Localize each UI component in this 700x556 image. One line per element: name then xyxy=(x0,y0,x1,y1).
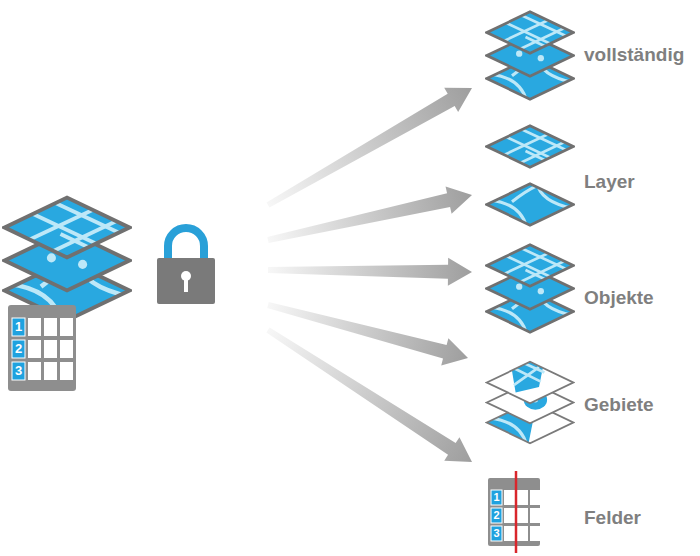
protection-level: Objekte xyxy=(474,240,662,337)
cut-line xyxy=(515,471,518,553)
flow-arrow xyxy=(267,302,468,365)
source-dataset: 1 2 3 xyxy=(5,190,268,400)
table-icon xyxy=(488,471,541,553)
flow-arrow xyxy=(267,88,472,208)
table-cell xyxy=(44,318,57,336)
map-tile xyxy=(487,360,573,403)
option-label: Felder xyxy=(584,506,641,530)
map-objects xyxy=(487,243,580,334)
table-cell xyxy=(28,318,41,336)
row-number: 1 xyxy=(12,318,25,336)
table-cell xyxy=(28,362,41,380)
map-tile xyxy=(487,243,580,288)
table-cell xyxy=(60,362,73,380)
protection-level: Gebiete xyxy=(470,356,662,448)
map-areas xyxy=(485,360,573,445)
map-tile xyxy=(5,195,139,260)
table-cell xyxy=(60,340,73,358)
option-label: Layer xyxy=(584,170,635,194)
table-cell xyxy=(504,508,515,523)
flow-arrow xyxy=(268,258,472,286)
row-number: 3 xyxy=(491,526,502,541)
row-number: 2 xyxy=(12,340,25,358)
table-cell xyxy=(491,508,502,523)
map-tile xyxy=(487,182,575,227)
row-number: 3 xyxy=(12,362,25,380)
table-cell xyxy=(517,526,528,541)
option-label: vollständig xyxy=(584,43,684,67)
table-cell xyxy=(491,490,502,505)
protection-level: Layer xyxy=(474,122,643,230)
table-cell xyxy=(44,362,57,380)
lock-icon xyxy=(157,228,215,304)
table-cell xyxy=(530,526,541,541)
map-layers xyxy=(487,124,580,227)
table-cell xyxy=(530,490,541,505)
table-cell xyxy=(28,340,41,358)
flow-arrow xyxy=(266,327,472,462)
table-cell xyxy=(12,318,25,336)
table-cell xyxy=(12,340,25,358)
table-cell xyxy=(44,340,57,358)
table-cell xyxy=(517,490,528,505)
row-number: 2 xyxy=(491,508,502,523)
protection-level: 1 2 3 Felder xyxy=(474,470,649,552)
map-tile xyxy=(487,124,580,169)
table-cell xyxy=(504,526,515,541)
row-number: 1 xyxy=(491,490,502,505)
map-stack xyxy=(487,10,580,101)
protection-level: vollständig xyxy=(474,8,692,106)
table-cell xyxy=(504,490,515,505)
flow-arrow xyxy=(267,186,472,242)
table-icon xyxy=(8,305,76,391)
table-cell xyxy=(530,508,541,523)
table-cell xyxy=(517,508,528,523)
map-stack xyxy=(5,195,139,323)
table-cell xyxy=(60,318,73,336)
option-label: Gebiete xyxy=(584,393,654,417)
option-label: Objekte xyxy=(584,286,654,310)
table-cell xyxy=(491,526,502,541)
map-tile xyxy=(487,10,580,55)
table-cell xyxy=(12,362,25,380)
